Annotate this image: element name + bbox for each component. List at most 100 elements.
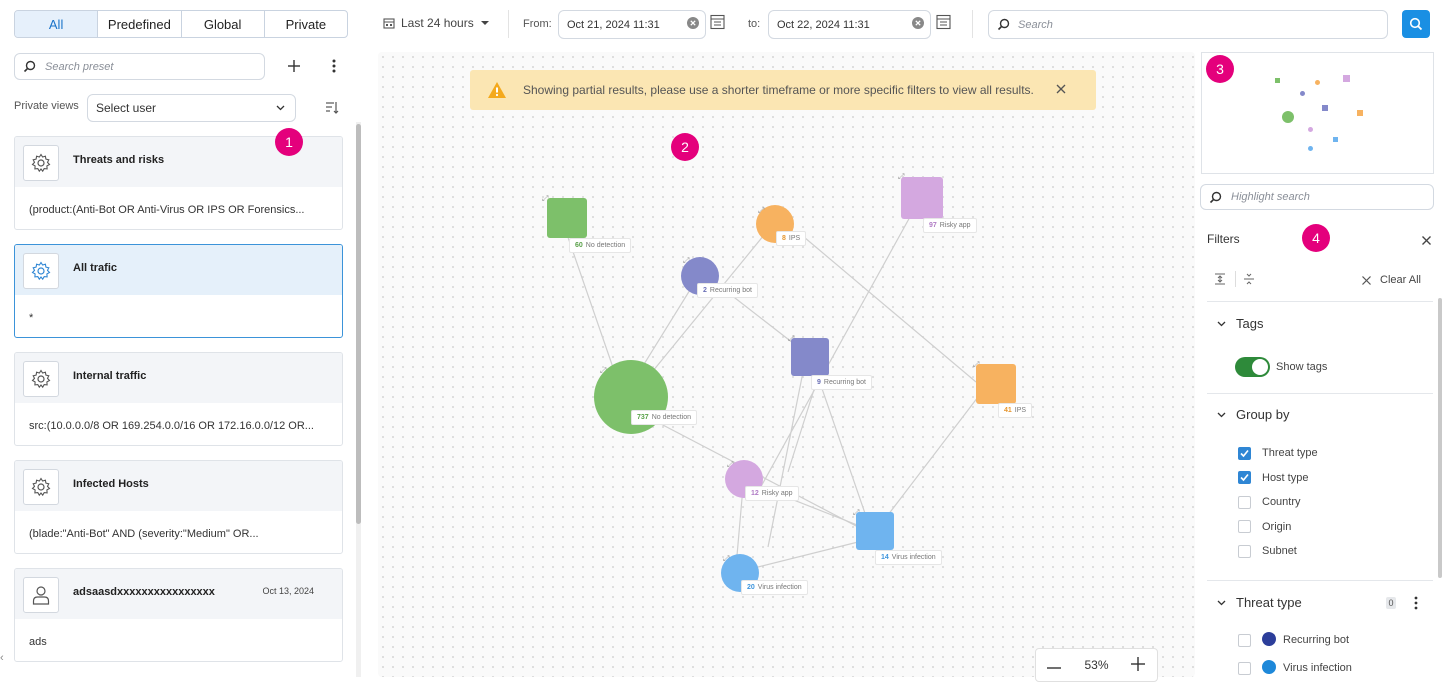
- minimap-node: [1300, 91, 1305, 96]
- filters-scrollbar[interactable]: [1438, 298, 1442, 578]
- search-button[interactable]: [1402, 10, 1430, 38]
- to-label: to:: [748, 18, 761, 30]
- close-icon: [1362, 275, 1371, 285]
- preset-card[interactable]: Infected Hosts (blade:"Anti-Bot" AND (se…: [14, 460, 343, 554]
- preset-card[interactable]: Internal traffic src:(10.0.0.0/8 OR 169.…: [14, 352, 343, 446]
- divider: [972, 10, 973, 38]
- close-filters-button[interactable]: [1422, 234, 1431, 248]
- timeframe-dropdown[interactable]: Last 24 hours: [383, 16, 489, 30]
- checkbox-threat-type[interactable]: [1238, 447, 1251, 460]
- presets-panel: All Predefined Global Private Search pre…: [0, 0, 362, 677]
- graph-node[interactable]: [976, 364, 1016, 404]
- preset-date: Oct 13, 2024: [262, 586, 314, 596]
- collapse-panel-icon[interactable]: ‹: [0, 652, 4, 664]
- minimap-node: [1322, 105, 1328, 111]
- tab-global[interactable]: Global: [180, 11, 264, 37]
- graph-node[interactable]: [791, 338, 829, 376]
- graph-minimap[interactable]: [1201, 52, 1434, 174]
- expand-node-icon[interactable]: ⤢: [788, 334, 795, 343]
- private-views-label: Private views: [14, 100, 79, 112]
- group-by-section-header[interactable]: Group by: [1207, 407, 1433, 422]
- clear-all-label: Clear All: [1380, 274, 1421, 286]
- graph-canvas[interactable]: Showing partial results, please use a sh…: [378, 52, 1195, 682]
- expand-node-icon[interactable]: ⤢: [683, 256, 690, 265]
- select-user-dropdown[interactable]: Select user: [87, 94, 296, 122]
- tags-section-header[interactable]: Tags: [1207, 316, 1433, 331]
- from-date-input[interactable]: Oct 21, 2024 11:31: [558, 10, 706, 39]
- dismiss-warning-button[interactable]: [1056, 83, 1066, 97]
- tab-private[interactable]: Private: [263, 11, 347, 37]
- preset-title: adsaasdxxxxxxxxxxxxxxxx: [73, 586, 215, 598]
- add-preset-button[interactable]: [284, 55, 304, 77]
- search-preset-input[interactable]: Search preset: [14, 53, 265, 80]
- expand-node-icon[interactable]: ⤢: [973, 360, 980, 369]
- tags-title: Tags: [1236, 316, 1264, 331]
- collapse-all-button[interactable]: [1243, 273, 1255, 288]
- from-calendar-button[interactable]: [710, 14, 725, 33]
- expand-node-icon[interactable]: ⤢: [600, 366, 607, 375]
- zoom-out-button[interactable]: [1047, 658, 1062, 672]
- expand-node-icon[interactable]: ⤢: [898, 172, 905, 181]
- expand-node-icon[interactable]: ⤢: [727, 460, 734, 469]
- checkbox-origin[interactable]: [1238, 520, 1251, 533]
- divider: [1207, 301, 1433, 302]
- checkbox-virus-infection[interactable]: [1238, 662, 1251, 675]
- calendar-icon: [710, 14, 725, 30]
- preset-card-selected[interactable]: All trafic *: [14, 244, 343, 338]
- group-by-option-label: Country: [1262, 496, 1301, 508]
- threat-type-section-header[interactable]: Threat type: [1207, 595, 1433, 610]
- partial-results-warning: Showing partial results, please use a sh…: [470, 70, 1096, 110]
- callout-badge-4: 4: [1302, 224, 1330, 252]
- group-by-option-label: Subnet: [1262, 545, 1297, 557]
- group-by-option-label: Threat type: [1262, 447, 1318, 459]
- expand-node-icon[interactable]: ⤢: [853, 508, 860, 517]
- tab-all[interactable]: All: [15, 11, 98, 37]
- search-input[interactable]: Search: [988, 10, 1388, 39]
- kebab-menu-icon: [1414, 596, 1418, 610]
- expand-node-icon[interactable]: ⤢: [542, 194, 549, 203]
- to-calendar-button[interactable]: [936, 14, 951, 33]
- divider: [1207, 580, 1433, 581]
- expand-all-button[interactable]: [1214, 273, 1226, 288]
- clear-all-button[interactable]: Clear All: [1362, 274, 1421, 286]
- threat-type-count-badge: 0: [1386, 597, 1396, 609]
- highlight-search-input[interactable]: Highlight search: [1200, 184, 1434, 210]
- clear-from-date-icon[interactable]: [687, 17, 699, 32]
- preset-filter-tabs: All Predefined Global Private: [14, 10, 348, 38]
- preset-query: (product:(Anti-Bot OR Anti-Virus OR IPS …: [29, 204, 305, 216]
- presets-scrollbar[interactable]: [356, 122, 361, 677]
- sort-button[interactable]: [325, 100, 339, 117]
- expand-node-icon[interactable]: ⤢: [758, 206, 765, 215]
- zoom-in-button[interactable]: [1131, 656, 1146, 674]
- zoom-level: 53%: [1084, 658, 1109, 672]
- close-icon: [1422, 236, 1431, 245]
- show-tags-toggle[interactable]: [1235, 357, 1270, 377]
- checkbox-recurring-bot[interactable]: [1238, 634, 1251, 647]
- preset-title: Internal traffic: [73, 370, 147, 382]
- chevron-down-icon: [1217, 321, 1226, 326]
- minimap-node: [1308, 127, 1313, 132]
- preset-card[interactable]: adsaasdxxxxxxxxxxxxxxxx Oct 13, 2024 ads: [14, 568, 343, 662]
- tab-predefined[interactable]: Predefined: [97, 11, 180, 37]
- minus-icon: [1047, 667, 1062, 669]
- right-panel: Highlight search Filters Clear All Tags …: [1199, 48, 1443, 677]
- threat-type-menu-button[interactable]: [1414, 596, 1418, 613]
- more-options-button[interactable]: [326, 56, 342, 76]
- clear-to-date-icon[interactable]: [912, 17, 924, 32]
- graph-node[interactable]: [901, 177, 943, 219]
- minimap-node: [1333, 137, 1338, 142]
- expand-node-icon[interactable]: ⤢: [723, 554, 730, 563]
- checkbox-subnet[interactable]: [1238, 545, 1251, 558]
- checkbox-country[interactable]: [1238, 496, 1251, 509]
- minimap-node: [1343, 75, 1350, 82]
- checkbox-host-type[interactable]: [1238, 471, 1251, 484]
- minimap-node: [1357, 110, 1363, 116]
- graph-node[interactable]: [547, 198, 587, 238]
- graph-node[interactable]: [856, 512, 894, 550]
- to-date-input[interactable]: Oct 22, 2024 11:31: [768, 10, 931, 39]
